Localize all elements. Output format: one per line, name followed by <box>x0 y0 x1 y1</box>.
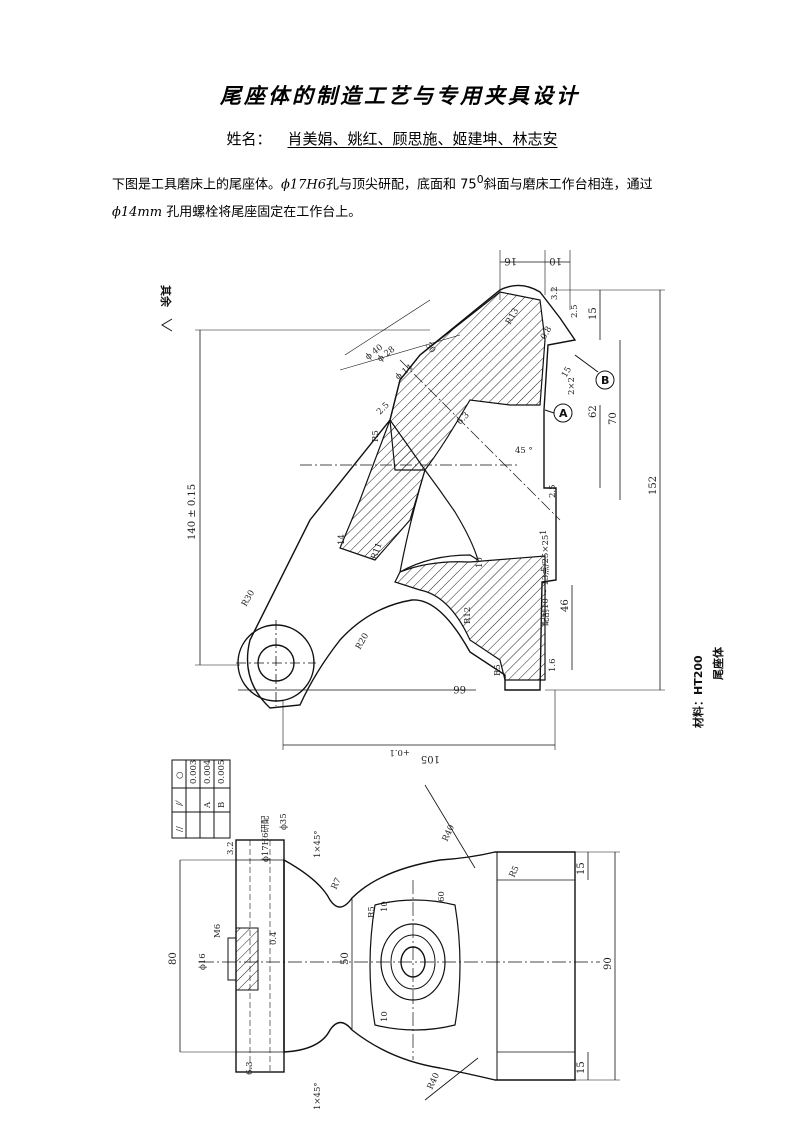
dim-14b: 14 <box>337 534 347 545</box>
front-view-labels: ○ 0.003 /⁄ 0.004 // 0.005 A B ϕ35 ϕ17H6研… <box>168 760 614 1110</box>
tol-ref-b: B <box>217 802 227 808</box>
hatched-section-base <box>394 555 546 681</box>
dim-16: 16 <box>504 255 517 266</box>
roughness-1.6: 1.6 <box>548 658 558 672</box>
tol-value-2: 0.004 <box>203 760 213 784</box>
dim-50: 50 <box>340 952 351 965</box>
dim-15: 15 <box>588 307 599 320</box>
hatched-section-upper <box>389 291 546 471</box>
author-names: 肖美娟、姚红、顾思施、姬建坤、林志安 <box>287 130 558 148</box>
dim-15-bottom: 15 <box>576 1061 587 1074</box>
authors-line: 姓名： 肖美娟、姚红、顾思施、姬建坤、林志安 <box>0 128 800 149</box>
material-label: 材料：HT200 <box>691 655 705 728</box>
tol-symbol-1: ○ <box>175 772 185 779</box>
intro-text-4: 孔用螺栓将尾座固定在工作台上。 <box>162 205 362 221</box>
mark-2x2: 2×2 <box>567 377 577 395</box>
side-view-drawing: 其余 <box>159 250 665 750</box>
dim-46: 46 <box>560 599 571 612</box>
dim-152: 152 <box>648 476 659 495</box>
authors-label: 姓名： <box>226 130 272 148</box>
roughness-3.2-front: 3.2 <box>226 841 236 855</box>
intro-text-1: 下图是工具磨床上的尾座体。 <box>112 177 282 193</box>
intro-paragraph: 下图是工具磨床上的尾座体。ϕ17H6孔与顶尖研配，底面和 750斜面与磨床工作台… <box>112 166 692 227</box>
dim-105-tol: +0.1 <box>389 747 410 757</box>
tol-symbol-3: // <box>175 826 185 832</box>
document-title: 尾座体的制造工艺与专用夹具设计 <box>220 83 580 108</box>
dim-phi16: ϕ16 <box>198 953 208 970</box>
thread-m6: M6 <box>213 924 223 938</box>
radius-r20: R20 <box>354 632 371 652</box>
datum-b: B <box>601 374 609 387</box>
dim-60: 60 <box>437 891 447 902</box>
angle-15: 15 <box>560 365 574 379</box>
tol-value-3: 0.005 <box>217 760 227 784</box>
part-name-label: 尾座体 <box>711 646 725 681</box>
dim-phi17h6: ϕ17H6研配 <box>261 815 271 862</box>
intro-phi-14mm: ϕ14mm <box>112 205 163 221</box>
dim-140: 140 ± 0.15 <box>187 484 198 540</box>
roughness-2.5c: 2.5 <box>375 400 392 417</box>
radius-r5-top: R5 <box>508 864 522 879</box>
dim-62: 62 <box>588 405 599 418</box>
roughness-2.5b: 2.5 <box>548 484 558 498</box>
radius-r5a: R5 <box>371 430 381 442</box>
angle-45: 45 ° <box>515 446 533 456</box>
radius-r5-pad: R5 <box>367 906 377 918</box>
tolerance-frame <box>171 759 231 839</box>
roughness-3.2: 3.2 <box>550 286 560 300</box>
dim-105: 105 <box>421 753 440 764</box>
dim-phi35: ϕ35 <box>279 813 289 830</box>
fit-note: 配刮10 ~ 13点/25×25 <box>540 535 551 626</box>
dim-80: 80 <box>168 952 179 965</box>
chamfer-top: 1×45° <box>313 830 323 858</box>
radius-r7: R7 <box>330 876 344 891</box>
intro-phi-17h6: ϕ17H6 <box>281 177 327 193</box>
roughness-2.5a: 2.5 <box>570 304 580 318</box>
radius-r12: R12 <box>463 607 473 624</box>
dim-10: 10 <box>549 255 562 266</box>
chamfer-bottom: 1×45° <box>313 1082 323 1110</box>
tol-ref-a: A <box>203 801 213 809</box>
front-view-drawing <box>171 759 620 1101</box>
dim-1: 1 <box>539 530 549 535</box>
radius-r30: R30 <box>240 589 257 609</box>
radius-r5b: R5 <box>493 664 503 676</box>
dim-70: 70 <box>608 412 619 425</box>
roughness-6.3-front: 6.3 <box>245 1061 255 1075</box>
roughness-0.4-front: 0.4 <box>269 931 279 945</box>
intro-text-3: 斜面与磨床工作台相连，通过 <box>483 177 653 193</box>
dim-90: 90 <box>603 957 614 970</box>
datum-a: A <box>559 407 568 420</box>
dim-10-bottom: 10 <box>380 1011 390 1022</box>
dim-10-top: 10 <box>380 901 390 912</box>
dim-10b: 10 <box>475 557 485 568</box>
intro-text-2: 孔与顶尖研配，底面和 75 <box>326 177 477 193</box>
front-body-outline <box>283 851 576 1081</box>
intro-degree: 0 <box>476 173 484 186</box>
tol-symbol-2: /⁄ <box>175 800 185 806</box>
roughness-other-label: 其余 <box>159 285 173 308</box>
tol-value-1: 0.003 <box>189 760 199 784</box>
dim-15-top: 15 <box>576 862 587 875</box>
dim-66: 66 <box>453 683 466 694</box>
